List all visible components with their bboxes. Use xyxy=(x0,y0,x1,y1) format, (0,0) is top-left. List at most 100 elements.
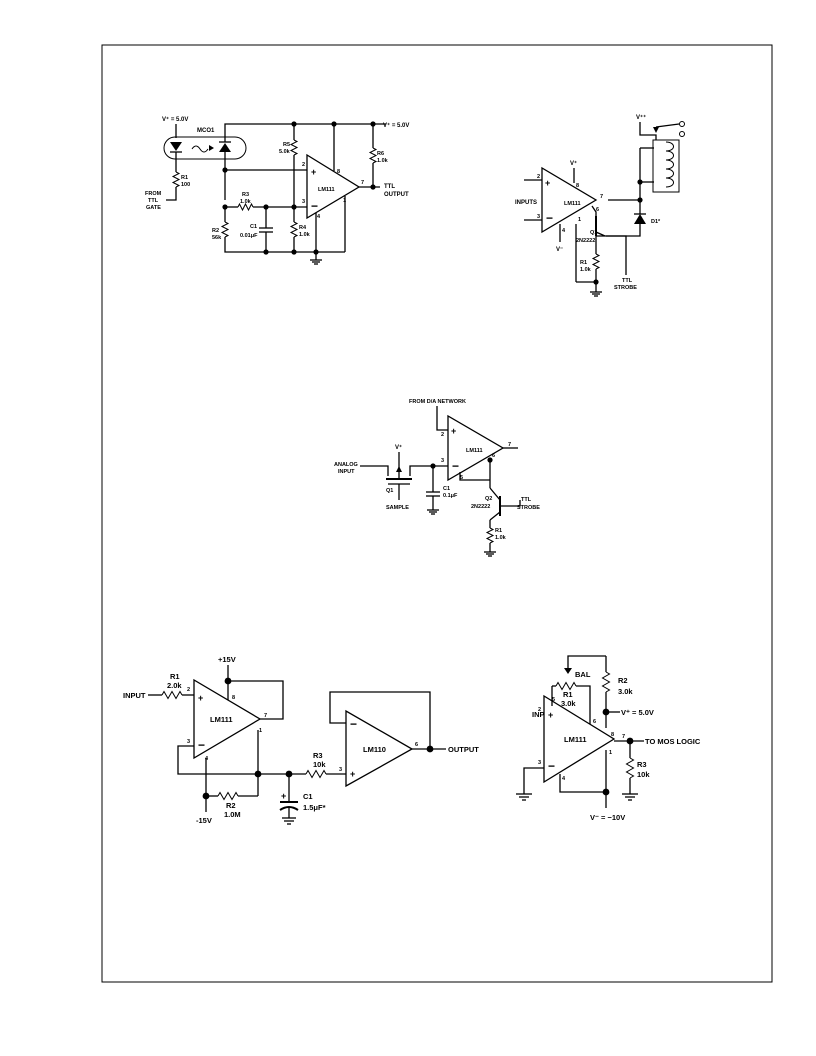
c1-value: 0.01μF xyxy=(240,233,258,239)
pin-label: 8 xyxy=(232,695,235,701)
pin-label: 1 xyxy=(343,198,346,204)
pin-label: 1 xyxy=(609,750,612,756)
r3-value: 10k xyxy=(313,760,326,769)
wire xyxy=(459,472,490,481)
r6-value: 1.0k xyxy=(377,158,389,164)
svg-text:+: + xyxy=(545,178,550,188)
from-da-label: FROM D/A NETWORK xyxy=(409,399,466,405)
wire xyxy=(360,465,389,476)
pin-label: 7 xyxy=(508,442,511,448)
svg-text:+: + xyxy=(281,791,286,801)
r3-label: R3 xyxy=(242,192,249,198)
buffer-lm110 xyxy=(345,709,414,788)
svg-text:−: − xyxy=(311,199,318,213)
wire xyxy=(500,500,521,507)
wire xyxy=(436,406,448,431)
resistor-r1 xyxy=(171,171,181,188)
pot-wiper-arrow xyxy=(564,668,572,674)
relay-arm xyxy=(655,123,680,128)
wire xyxy=(576,685,591,724)
pin-label: 7 xyxy=(361,180,364,186)
relay-contact xyxy=(679,131,685,137)
from-ttl-label: TTL xyxy=(148,198,159,204)
r3-value: 1.0k xyxy=(240,199,252,205)
page-frame xyxy=(101,44,773,983)
comparator-lm111 xyxy=(193,678,262,760)
vplus-label: V⁺ = 5.0V xyxy=(162,116,188,123)
pin-label: 4 xyxy=(562,228,566,234)
from-ttl-label: FROM xyxy=(145,191,162,197)
output-label: OUTPUT xyxy=(448,745,479,754)
svg-text:−: − xyxy=(198,738,205,752)
ttl-strobe-label: STROBE xyxy=(614,285,637,291)
amp-label: LM111 xyxy=(210,715,233,724)
d1-label: D1* xyxy=(651,219,661,225)
r2-value: 1.0M xyxy=(224,810,241,819)
pin-label: 2 xyxy=(537,174,540,180)
svg-text:+: + xyxy=(198,693,203,703)
wire xyxy=(639,122,657,140)
r6-label: R6 xyxy=(377,151,384,157)
capacitor-c1-plate xyxy=(279,806,299,811)
svg-text:+: + xyxy=(548,710,553,720)
svg-text:−: − xyxy=(546,211,553,225)
plus15-label: +15V xyxy=(218,655,236,664)
q2-type: 2N2222 xyxy=(471,504,490,510)
wire xyxy=(596,224,641,237)
vplusplus-label: V⁺⁺ xyxy=(636,114,646,121)
wire xyxy=(567,655,606,668)
minus15-label: -15V xyxy=(196,816,212,825)
inputs-label: INPUTS xyxy=(515,200,537,206)
pin-label: 3 xyxy=(187,739,190,745)
resistor-r1 xyxy=(161,690,183,700)
relay-coil-body xyxy=(652,139,680,193)
r2-label: R2 xyxy=(618,676,628,685)
optocoupler-package xyxy=(163,136,247,160)
r3-label: R3 xyxy=(637,760,647,769)
pin-label: 7 xyxy=(600,194,603,200)
led-symbol xyxy=(170,142,182,151)
resistor-r2 xyxy=(601,671,611,693)
circuit-relay-driver: V⁺⁺ D1* + − LM111 2 3 INPUTS V⁺ 8 xyxy=(515,114,685,297)
wire xyxy=(559,774,606,793)
svg-text:−: − xyxy=(548,759,555,773)
light-path xyxy=(191,145,209,153)
relay-arm-arrow xyxy=(653,127,659,133)
wire xyxy=(228,680,284,720)
transistor-q2-emitter xyxy=(489,511,501,521)
pin-label: 2 xyxy=(538,707,541,713)
resistor-r4 xyxy=(289,221,299,238)
circuit-averaging-filter: INPUT R1 2.0k + − LM111 2 3 4 8 7 1 +15V… xyxy=(123,655,479,825)
pin-label: 6 xyxy=(593,719,596,725)
pin-label: 2 xyxy=(302,162,305,168)
r1-value: 3.0k xyxy=(561,699,576,708)
sample-label: SAMPLE xyxy=(386,505,409,511)
r1-label: R1 xyxy=(580,260,587,266)
transistor-q1-emitter xyxy=(595,231,606,237)
ttl-strobe-label: STROBE xyxy=(517,505,540,511)
input-label: INPUT xyxy=(123,691,146,700)
resistor-r2 xyxy=(220,221,230,238)
r1-label: R1 xyxy=(170,672,180,681)
diode-d1 xyxy=(634,214,646,224)
svg-text:−: − xyxy=(452,459,459,473)
circuit-sample-and-hold: FROM D/A NETWORK + − LM111 2 3 5 6 7 ANA… xyxy=(334,399,540,557)
pin-label: 4 xyxy=(562,776,566,782)
pin-label: 3 xyxy=(538,760,541,766)
comparator-lm111 xyxy=(447,414,505,482)
fet-arrow xyxy=(396,466,402,472)
c1-value: 1.5μF* xyxy=(303,803,326,812)
transistor-q2-collector xyxy=(489,487,501,501)
r4-value: 1.0k xyxy=(299,232,311,238)
bal-label: BAL xyxy=(575,670,591,679)
pin-label: 8 xyxy=(611,732,614,738)
r1-value: 100 xyxy=(181,182,190,188)
q1-type: 2N2222 xyxy=(576,238,595,244)
wire xyxy=(591,205,597,220)
pin-label: 8 xyxy=(576,183,579,189)
r1-value: 1.0k xyxy=(580,267,592,273)
wire xyxy=(523,767,544,794)
circuit-mos-driver: INPUT + − LM111 2 3 4 5 6 8 7 1 BAL R1 3… xyxy=(516,655,701,822)
light-arrow xyxy=(209,145,214,151)
vplus-label: V⁺ = 5.0V xyxy=(621,708,654,717)
